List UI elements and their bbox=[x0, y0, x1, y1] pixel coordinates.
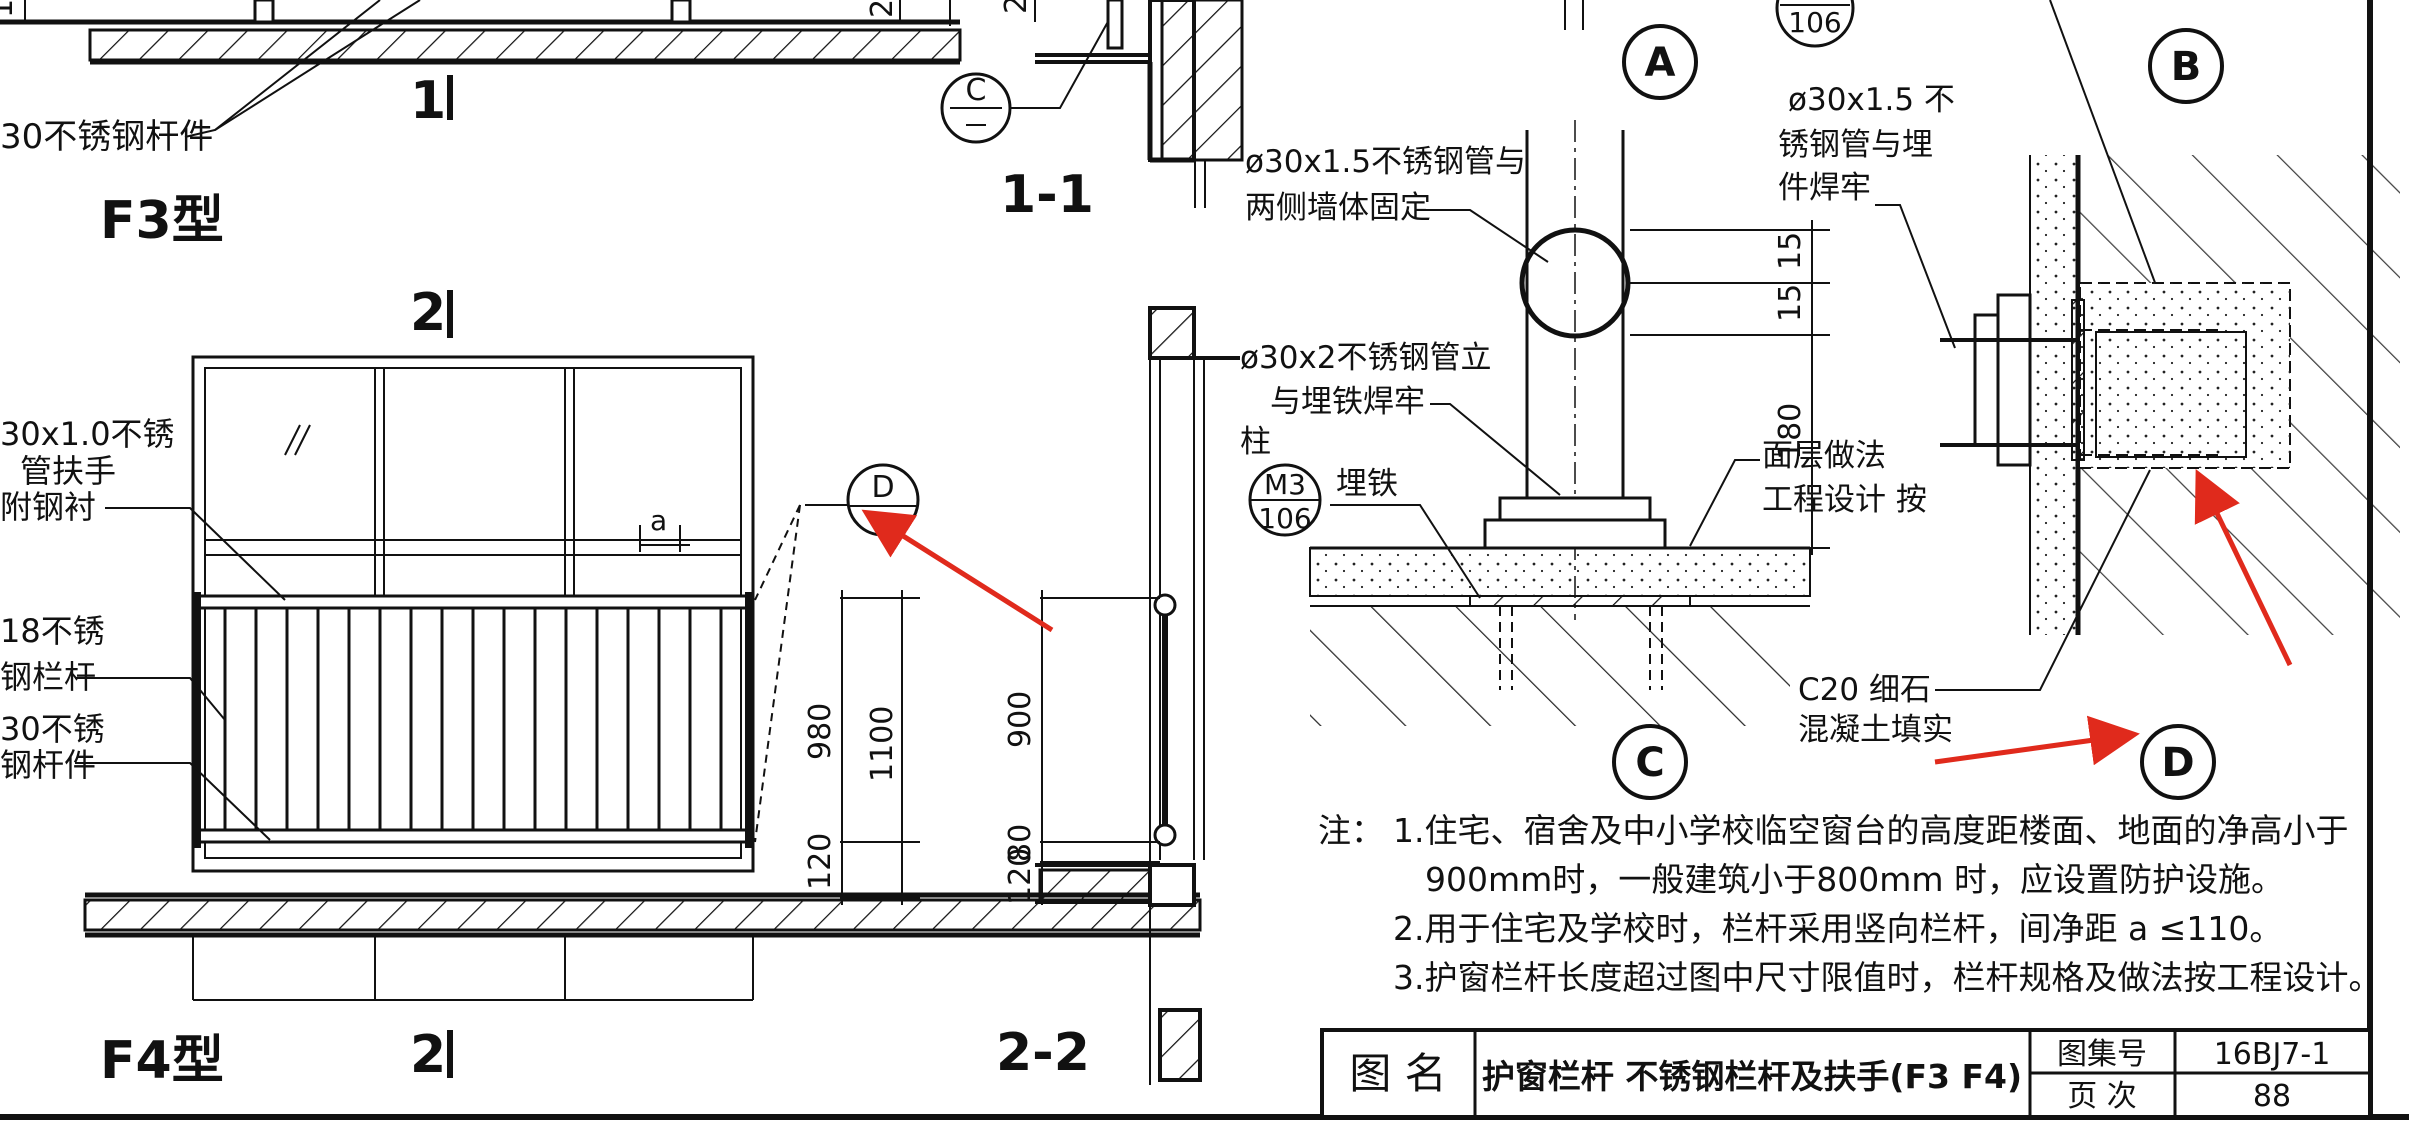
dim-900: 900 bbox=[1003, 691, 1038, 748]
detail-a-label: A bbox=[1645, 40, 1676, 86]
f4-label: F4型 bbox=[100, 1031, 224, 1091]
section-mark-2-bottom: 2 bbox=[410, 1025, 446, 1085]
section-mark-1: 1 bbox=[410, 71, 446, 131]
dim-180: 180 bbox=[1773, 403, 1808, 460]
callout-c-label: C bbox=[966, 73, 987, 108]
note-line-3: 2.用于住宅及学校时，栏杆采用竖向栏杆，间净距 a ≤110。 bbox=[1393, 909, 2282, 948]
embed-ref-bottom: 106 bbox=[1258, 502, 1311, 535]
note-line-4: 3.护窗栏杆长度超过图中尺寸限值时，栏杆规格及做法按工程设计。 bbox=[1393, 958, 2382, 997]
detail-b-concrete: C20 细石 混凝土填实 bbox=[1798, 672, 1953, 748]
detail-a-finish: 面层做法 工程设计 按 bbox=[1762, 438, 1927, 518]
detail-b-note: ø30x1.5 不 锈钢管与埋 件焊牢 bbox=[1778, 82, 1965, 206]
dim-980: 980 bbox=[803, 703, 838, 760]
embed-label: 埋铁 bbox=[1336, 466, 1398, 502]
svg-text:2: 2 bbox=[865, 0, 900, 18]
section-1-1: 2 1-1 bbox=[999, 0, 1244, 225]
red-arrow-to-detail-d bbox=[1934, 715, 2140, 766]
f4-elevation: 2 bbox=[0, 283, 1202, 1091]
dim-120b: 120 bbox=[1003, 848, 1038, 905]
svg-text:2: 2 bbox=[999, 0, 1034, 14]
dim-1100: 1100 bbox=[865, 706, 900, 782]
atlas-label: 图集号 bbox=[2057, 1037, 2147, 1072]
red-arrow-to-concrete bbox=[2194, 468, 2293, 667]
f3-callout-members: 30不锈钢杆件 bbox=[0, 117, 213, 157]
detail-c-label: C bbox=[1635, 740, 1664, 786]
page-value: 88 bbox=[2253, 1079, 2291, 1114]
callout-d-label: D bbox=[871, 470, 894, 505]
red-annotation-arrows bbox=[861, 468, 2293, 766]
dim-a: a bbox=[650, 504, 667, 537]
dim-15b: 15 bbox=[1773, 284, 1808, 322]
detail-b: 106 B ø30x1.5 不 锈钢管与埋 件焊牢 C20 细石 混凝土填实 bbox=[1775, 0, 2400, 800]
dim-12: 12 bbox=[0, 0, 20, 18]
section-2-2: 900 80 120 2-2 bbox=[996, 306, 1240, 1085]
note-line-1: 1.住宅、宿舍及中小学校临空窗台的高度距楼面、地面的净高小于 bbox=[1393, 811, 2349, 850]
atlas-value: 16BJ7-1 bbox=[2214, 1037, 2331, 1072]
red-arrow-to-d-callout bbox=[861, 509, 1054, 633]
dim-80: 80 bbox=[1003, 824, 1038, 862]
f4-callout-bars: 18不锈 钢栏杆 bbox=[0, 612, 115, 696]
page-label: 页 次 bbox=[2067, 1079, 2137, 1114]
detail-a-note1: ø30x1.5不锈钢管与 两侧墙体固定 bbox=[1245, 144, 1536, 226]
section-mark-2-top: 2 bbox=[410, 283, 446, 343]
notes: 注： 1.住宅、宿舍及中小学校临空窗台的高度距楼面、地面的净高小于 900mm时… bbox=[1318, 811, 2382, 997]
section-1-1-label: 1-1 bbox=[1000, 165, 1094, 225]
f3-elevation: 12 2 30不锈钢杆件 1 F3型 bbox=[0, 0, 962, 251]
note-line-2: 900mm时，一般建筑小于800mm 时，应设置防护设施。 bbox=[1425, 860, 2284, 899]
section-2-2-label: 2-2 bbox=[996, 1023, 1090, 1083]
f3-label: F3型 bbox=[100, 191, 224, 251]
detail-b-ref-bottom: 106 bbox=[1788, 6, 1841, 39]
dim-120a: 120 bbox=[803, 833, 838, 890]
balusters bbox=[223, 608, 723, 830]
f4-callout-handrail: 30x1.0不锈 管扶手 附钢衬 bbox=[0, 415, 185, 526]
embed-ref-top: M3 bbox=[1264, 468, 1306, 501]
title-name-label: 图 名 bbox=[1349, 1049, 1446, 1098]
dim-15a: 15 bbox=[1773, 232, 1808, 270]
detail-a-note2-extra: 柱 bbox=[1240, 424, 1271, 460]
notes-prefix: 注： bbox=[1318, 811, 1384, 850]
f4-callout-frame: 30不锈 钢杆件 bbox=[0, 710, 115, 784]
callout-c: C bbox=[940, 0, 1121, 144]
detail-a: A 15 15 180 ø30x1.5不锈钢管与 两侧墙体固定 bbox=[1240, 0, 1927, 800]
detail-b-label: B bbox=[2171, 44, 2202, 90]
detail-a-note2: ø30x2不锈钢管立 与埋铁焊牢 bbox=[1240, 340, 1501, 420]
detail-d-label: D bbox=[2161, 740, 2194, 786]
title-text: 护窗栏杆 不锈钢栏杆及扶手(F3 F4) bbox=[1482, 1057, 2022, 1096]
